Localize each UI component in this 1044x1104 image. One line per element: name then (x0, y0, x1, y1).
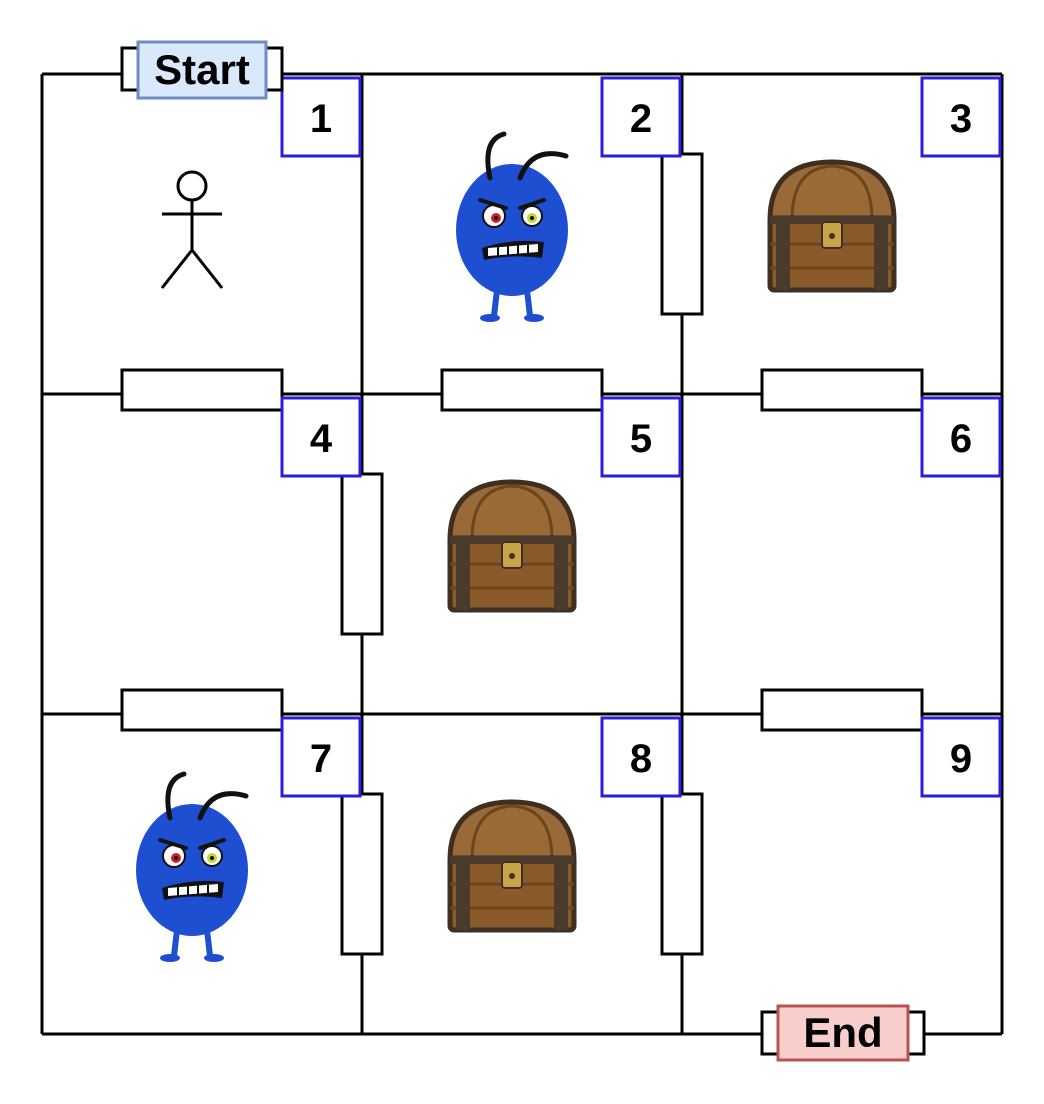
door-4-5 (340, 472, 384, 636)
treasure-chest-icon (770, 162, 894, 290)
end-marker: End (760, 1004, 926, 1062)
room-number-6: 6 (950, 417, 972, 461)
room-number-box (280, 76, 362, 158)
maze-doors (120, 152, 924, 956)
door-2-3 (660, 152, 704, 316)
room-number-box (600, 396, 682, 478)
end-label: End (803, 1009, 882, 1056)
room-number-box (280, 396, 362, 478)
room-number-7: 7 (310, 737, 332, 781)
door-8-9 (660, 792, 704, 956)
room-numbers: 1 2 3 4 5 6 7 8 9 (280, 76, 1002, 798)
monster-icon (456, 134, 568, 322)
door-1-4 (120, 368, 284, 412)
room-number-3: 3 (950, 97, 972, 141)
room-number-box (920, 396, 1002, 478)
start-marker: Start (120, 40, 284, 100)
person-icon (160, 170, 224, 290)
door-6-9 (760, 688, 924, 732)
door-7-8 (340, 792, 384, 956)
room-number-5: 5 (630, 417, 652, 461)
door-2-5 (440, 368, 604, 412)
door-4-7 (120, 688, 284, 732)
treasure-chest-icon (450, 802, 574, 930)
treasure-chest-icon (450, 482, 574, 610)
room-contents (136, 134, 894, 962)
room-number-box (600, 76, 682, 158)
room-number-1: 1 (310, 97, 332, 141)
monster-icon (136, 774, 248, 962)
room-number-box (600, 716, 682, 798)
room-number-8: 8 (630, 737, 652, 781)
room-number-4: 4 (310, 417, 333, 461)
start-label: Start (154, 46, 250, 93)
room-number-2: 2 (630, 97, 652, 141)
room-number-box (920, 76, 1002, 158)
room-number-box (280, 716, 362, 798)
door-3-6 (760, 368, 924, 412)
room-number-box (920, 716, 1002, 798)
room-number-9: 9 (950, 737, 972, 781)
